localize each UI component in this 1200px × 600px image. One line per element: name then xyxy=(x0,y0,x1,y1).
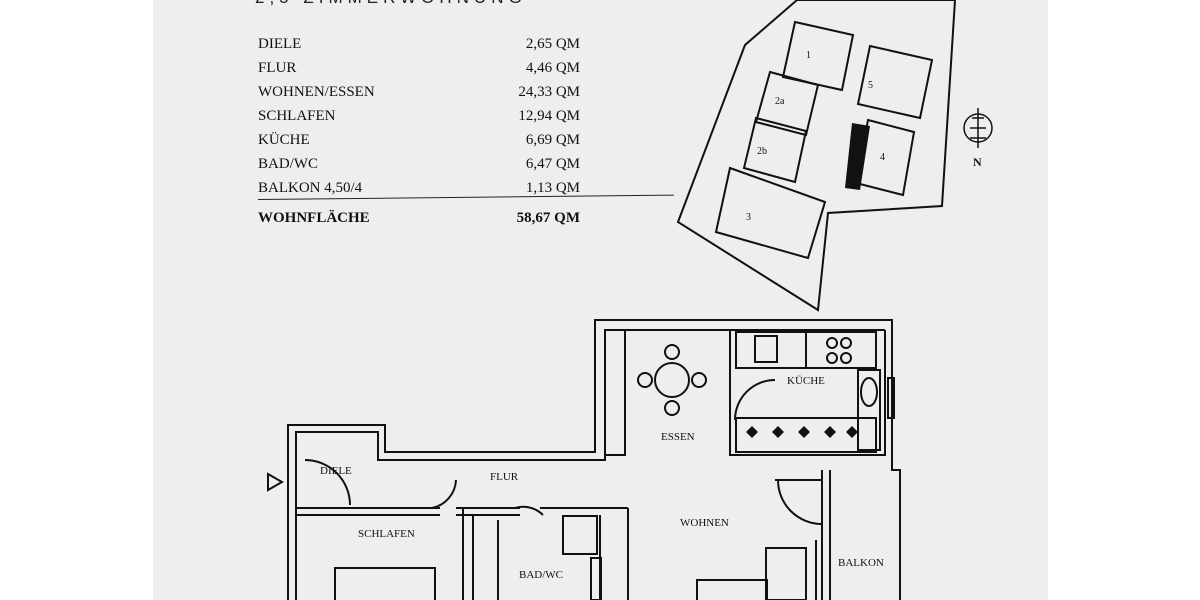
paper-sheet xyxy=(153,0,1048,600)
label-flur: FLUR xyxy=(490,471,519,483)
room-name: BALKON 4,50/4 xyxy=(258,180,363,196)
label-schlafen: SCHLAFEN xyxy=(358,528,415,540)
site-label-4: 4 xyxy=(880,152,885,163)
building-2b xyxy=(742,116,808,184)
label-diele: DIELE xyxy=(320,465,352,477)
label-wohnen: WOHNEN xyxy=(680,517,729,529)
total-area: 58,67 QM xyxy=(516,210,580,226)
site-label-2a: 2a xyxy=(775,96,785,107)
room-area: 1,13 QM xyxy=(525,180,580,196)
site-label-1: 1 xyxy=(806,50,811,61)
room-name: SCHLAFEN xyxy=(258,108,336,124)
building-3 xyxy=(714,166,827,260)
room-area: 2,65 QM xyxy=(525,36,580,52)
area-row-diele: DIELE 2,65 QM xyxy=(258,36,588,60)
area-row-schlafen: SCHLAFEN 12,94 QM xyxy=(258,108,588,132)
building-5 xyxy=(856,44,934,120)
north-arrow-icon xyxy=(963,108,993,148)
area-row-balkon: BALKON 4,50/4 1,13 QM xyxy=(258,180,588,204)
page-title: 2,5 ZIMMERWOHNUNG xyxy=(255,0,527,8)
room-name: WOHNEN/ESSEN xyxy=(258,84,375,100)
room-name: DIELE xyxy=(258,36,302,52)
room-name: FLUR xyxy=(258,60,297,76)
outer-wall xyxy=(287,319,901,600)
area-row-total: WOHNFLÄCHE 58,67 QM xyxy=(258,210,588,234)
label-essen: ESSEN xyxy=(661,431,695,443)
room-area: 6,47 QM xyxy=(525,156,580,172)
room-area: 24,33 QM xyxy=(518,84,580,100)
area-row-kueche: KÜCHE 6,69 QM xyxy=(258,132,588,156)
north-label: N xyxy=(973,155,982,169)
kitchen-wall xyxy=(729,330,886,456)
total-name: WOHNFLÄCHE xyxy=(258,210,370,226)
area-table: DIELE 2,65 QM FLUR 4,46 QM WOHNEN/ESSEN … xyxy=(258,36,588,234)
area-row-wohnen: WOHNEN/ESSEN 24,33 QM xyxy=(258,84,588,108)
room-area: 6,69 QM xyxy=(525,132,580,148)
room-name: BAD/WC xyxy=(258,156,318,172)
room-area: 4,46 QM xyxy=(525,60,580,76)
site-boundary xyxy=(676,0,957,312)
building-1 xyxy=(781,20,855,92)
label-balkon: BALKON xyxy=(838,557,884,569)
room-area: 12,94 QM xyxy=(518,108,580,124)
site-label-3: 3 xyxy=(746,212,751,223)
label-bad: BAD/WC xyxy=(519,569,563,581)
label-kueche: KÜCHE xyxy=(787,375,825,387)
area-row-bad: BAD/WC 6,47 QM xyxy=(258,156,588,180)
building-4-shadow xyxy=(845,123,870,190)
site-label-5: 5 xyxy=(868,80,873,91)
area-row-flur: FLUR 4,46 QM xyxy=(258,60,588,84)
room-name: KÜCHE xyxy=(258,132,310,148)
site-label-2b: 2b xyxy=(757,146,767,157)
entry-arrow-icon xyxy=(267,472,285,492)
